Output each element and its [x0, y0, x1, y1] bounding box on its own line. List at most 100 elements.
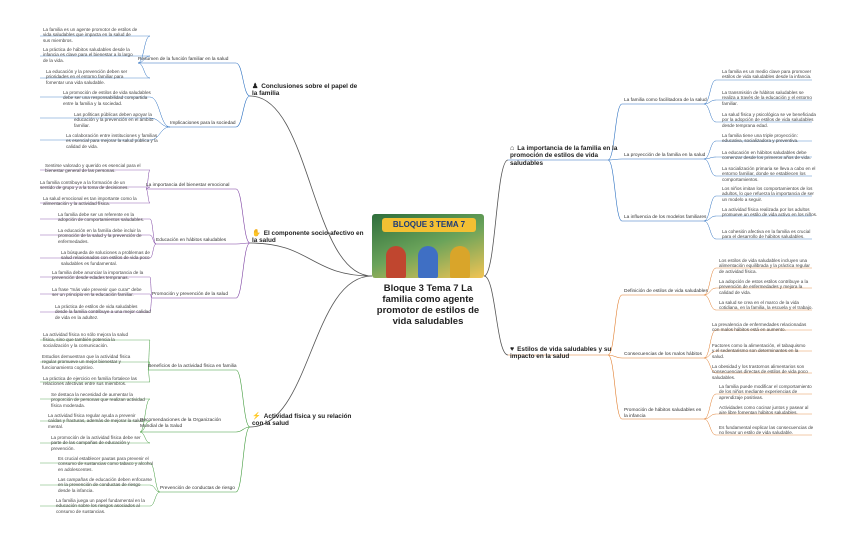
- leaf-note: La práctica de estilos de vida saludable…: [55, 304, 151, 320]
- leaf-note: La familia debe anunciar la importancia …: [52, 270, 144, 281]
- connector-line: [703, 413, 717, 420]
- topic-conclusiones[interactable]: ♟Conclusiones sobre el papel de la famil…: [252, 83, 358, 98]
- subtopic[interactable]: Promoción y prevención de la salud: [152, 292, 228, 297]
- leaf-note: La promoción de la actividad física debe…: [51, 435, 141, 451]
- connector-line: [235, 369, 251, 428]
- connector-line: [607, 354, 623, 420]
- connector-line: [703, 103, 717, 123]
- connector-line: [483, 159, 509, 277]
- connector-line: [607, 294, 623, 356]
- connector-line: [703, 99, 717, 105]
- subtopic[interactable]: La proyección de la familia en la salud: [624, 153, 706, 158]
- central-title: Bloque 3 Tema 7 La familia como agente p…: [376, 283, 480, 327]
- connector-line: [703, 195, 717, 222]
- connector-line: [235, 426, 251, 493]
- leaf-note: La prevalencia de enfermedades relaciona…: [712, 322, 807, 333]
- leaf-note: La educación en la familia debe incluir …: [58, 228, 142, 244]
- subtopic[interactable]: Consecuencias de los malos hábitos: [624, 352, 702, 357]
- connector-line: [703, 267, 717, 296]
- connector-line: [607, 354, 623, 359]
- leaf-note: La salud se crea en el marco de la vida …: [719, 300, 813, 311]
- subtopic[interactable]: Resumen de la función familiar en la sal…: [138, 57, 229, 62]
- leaf-note: La transmisión de hábitos saludables se …: [722, 90, 812, 106]
- connector-line: [703, 215, 717, 222]
- connector-line: [703, 393, 717, 420]
- connector-line: [703, 140, 717, 160]
- connector-line: [137, 62, 151, 79]
- subtopic[interactable]: Definición de estilos de vida saludables: [624, 289, 708, 294]
- connector-line: [145, 169, 151, 190]
- leaf-note: La práctica de ejercicio en familia fort…: [43, 376, 137, 387]
- leaf-note: Las políticas públicas deben apoyar la e…: [74, 112, 154, 128]
- leaf-note: La salud emocional es tan importante com…: [43, 196, 137, 207]
- connector-line: [149, 462, 161, 493]
- subtopic[interactable]: Promoción de hábitos saludables en la in…: [624, 408, 702, 419]
- connector-line: [607, 158, 623, 161]
- leaf-note: La frase "más vale prevenir que curar" d…: [52, 287, 142, 298]
- connector-line: [235, 95, 251, 128]
- leaf-note: La adopción de estos estilos contribuye …: [719, 279, 809, 295]
- connector-line: [703, 294, 717, 311]
- subtopic[interactable]: La importancia del bienestar emocional: [146, 183, 230, 188]
- connector-line: [249, 275, 373, 428]
- topic-socio-afectivo[interactable]: ✋El componente socio-afectivo en la salu…: [252, 230, 364, 245]
- leaf-note: La familia puede modificar el comportami…: [719, 384, 812, 400]
- subtopic[interactable]: La influencia de los modelos familiares: [624, 215, 707, 220]
- leaf-note: Estudios demuestran que la actividad fís…: [42, 354, 131, 370]
- leaf-note: La familia es un agente promotor de esti…: [43, 27, 138, 43]
- leaf-note: La educación en hábitos saludables debe …: [722, 150, 811, 161]
- leaf-note: La educación y la prevención deben ser p…: [46, 69, 128, 85]
- connector-line: [139, 420, 151, 433]
- leaf-note: La familia debe ser un referente en la a…: [58, 212, 145, 223]
- leaf-note: La familia es un medio clave para promov…: [722, 69, 812, 80]
- connector-line: [249, 242, 373, 277]
- connector-line: [607, 159, 623, 222]
- leaf-note: La actividad física regular ayuda a prev…: [48, 413, 144, 429]
- connector-line: [149, 234, 157, 245]
- connector-line: [147, 361, 151, 371]
- connector-line: [235, 242, 251, 299]
- connector-line: [235, 188, 251, 244]
- illustration-child: [418, 246, 438, 278]
- connector-line: [149, 276, 153, 299]
- topic-estilos-vida[interactable]: ♥Estilos de vida saludables y su impacto…: [510, 346, 612, 361]
- illustration-banner: BLOQUE 3 TEMA 7: [382, 218, 476, 232]
- leaf-note: Es crucial establecer pautas para preven…: [58, 456, 153, 472]
- connector-line: [703, 357, 717, 374]
- connector-line: [149, 117, 171, 128]
- connector-line: [235, 426, 251, 433]
- connector-line: [483, 275, 509, 356]
- connector-line: [149, 484, 161, 493]
- topic-actividad-fisica[interactable]: ⚡Actividad física y su relación con la s…: [252, 413, 352, 428]
- illustration-child: [386, 246, 406, 278]
- leaf-note: La promoción de estilos de vida saludabl…: [63, 90, 151, 106]
- leaf-note: La cohesión afectiva en la familia es cr…: [722, 229, 811, 240]
- connector-line: [145, 188, 151, 204]
- connector-line: [149, 218, 157, 245]
- connector-line: [147, 369, 151, 383]
- subtopic[interactable]: Recomendaciones de la Organización Mundi…: [140, 418, 222, 429]
- connector-line: [139, 398, 151, 433]
- subtopic[interactable]: Implicaciones para la sociedad: [170, 121, 236, 126]
- leaf-note: La familia juega un papel fundamental en…: [56, 498, 145, 514]
- connector-line: [137, 55, 151, 64]
- leaf-note: La salud física y psicológica se ve bene…: [722, 112, 816, 128]
- connector-line: [137, 35, 151, 64]
- connector-line: [147, 339, 151, 371]
- connector-line: [235, 242, 251, 245]
- heart-icon: ♥: [510, 346, 515, 353]
- leaf-note: La socialización primaria se lleva a cab…: [722, 166, 816, 182]
- subtopic[interactable]: La familia como facilitadora de la salud: [624, 98, 707, 103]
- connector-line: [703, 158, 717, 177]
- leaf-note: La actividad física realizada por los ad…: [722, 207, 818, 218]
- subtopic[interactable]: Beneficios de la actividad física en fam…: [148, 364, 237, 369]
- connector-line: [249, 95, 373, 277]
- topic-importancia-familia[interactable]: ⌂La importancia de la familia en la prom…: [510, 145, 618, 167]
- central-illustration: BLOQUE 3 TEMA 7: [372, 214, 484, 278]
- connector-line: [149, 243, 157, 259]
- subtopic[interactable]: Prevención de conductas de riesgo: [160, 486, 235, 491]
- connector-line: [703, 329, 717, 359]
- central-topic[interactable]: BLOQUE 3 TEMA 7 Bloque 3 Tema 7 La famil…: [372, 214, 484, 327]
- subtopic[interactable]: Educación en hábitos saludables: [156, 238, 227, 243]
